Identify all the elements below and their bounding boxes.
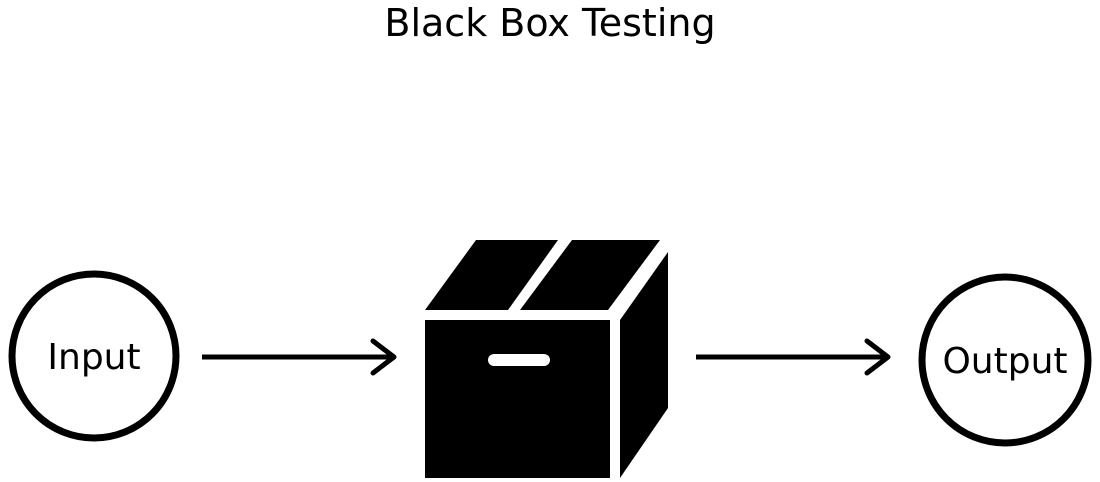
output-circle [918,273,1092,447]
cardboard-box-icon [425,240,668,478]
right-arrow-icon [202,338,397,376]
output-node: Output [918,273,1092,447]
output-label: Output [942,341,1067,382]
input-circle [8,270,180,442]
input-label: Input [47,337,140,378]
input-node: Input [8,270,180,442]
diagram-title: Black Box Testing [384,1,716,45]
right-arrow-icon [696,338,891,376]
